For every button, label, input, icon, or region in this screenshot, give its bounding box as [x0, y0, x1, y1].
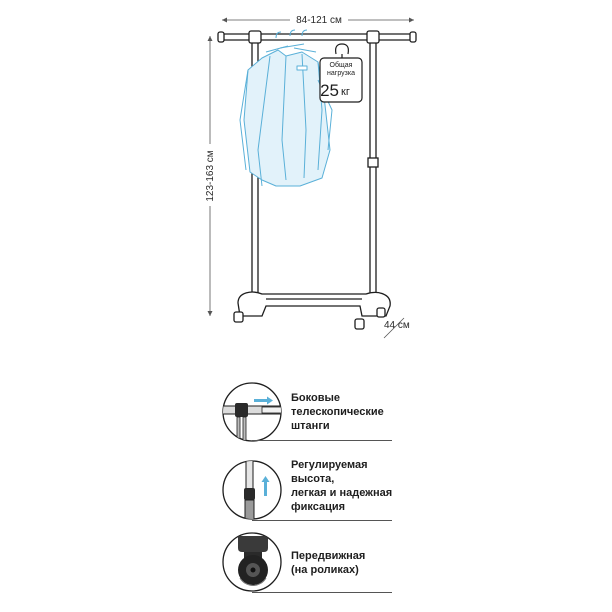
feature-text-telescopic: Боковые телескопические штанги — [291, 392, 384, 432]
feature-divider — [252, 592, 392, 593]
clothes-rack-drawing: 84-121 см 123-163 см — [203, 12, 417, 339]
load-tag-line2: нагрузка — [327, 70, 355, 77]
telescopic-rods-icon — [222, 382, 282, 442]
load-tag-unit: кг — [341, 86, 350, 98]
depth-label: 44 см — [384, 320, 410, 331]
load-tag-value: 25 — [320, 81, 339, 100]
load-tag-line1: Общая — [330, 61, 353, 69]
depth-dimension: 44 см — [383, 317, 410, 339]
height-label: 123-163 см — [205, 150, 216, 201]
width-dimension: 84-121 см — [222, 12, 414, 26]
feature-divider — [252, 520, 392, 521]
shirts-illustration — [239, 29, 333, 187]
height-adjust-icon — [222, 460, 282, 520]
height-dimension: 123-163 см — [203, 36, 217, 316]
feature-text-wheels: Передвижная (на роликах) — [291, 550, 366, 576]
load-capacity-tag: Общая нагрузка 25 кг — [319, 43, 363, 103]
caster-wheel-icon — [222, 532, 282, 592]
feature-divider — [252, 440, 392, 441]
feature-text-height: Регулируемая высота, легкая и надежная ф… — [291, 459, 393, 513]
width-label: 84-121 см — [296, 15, 342, 26]
